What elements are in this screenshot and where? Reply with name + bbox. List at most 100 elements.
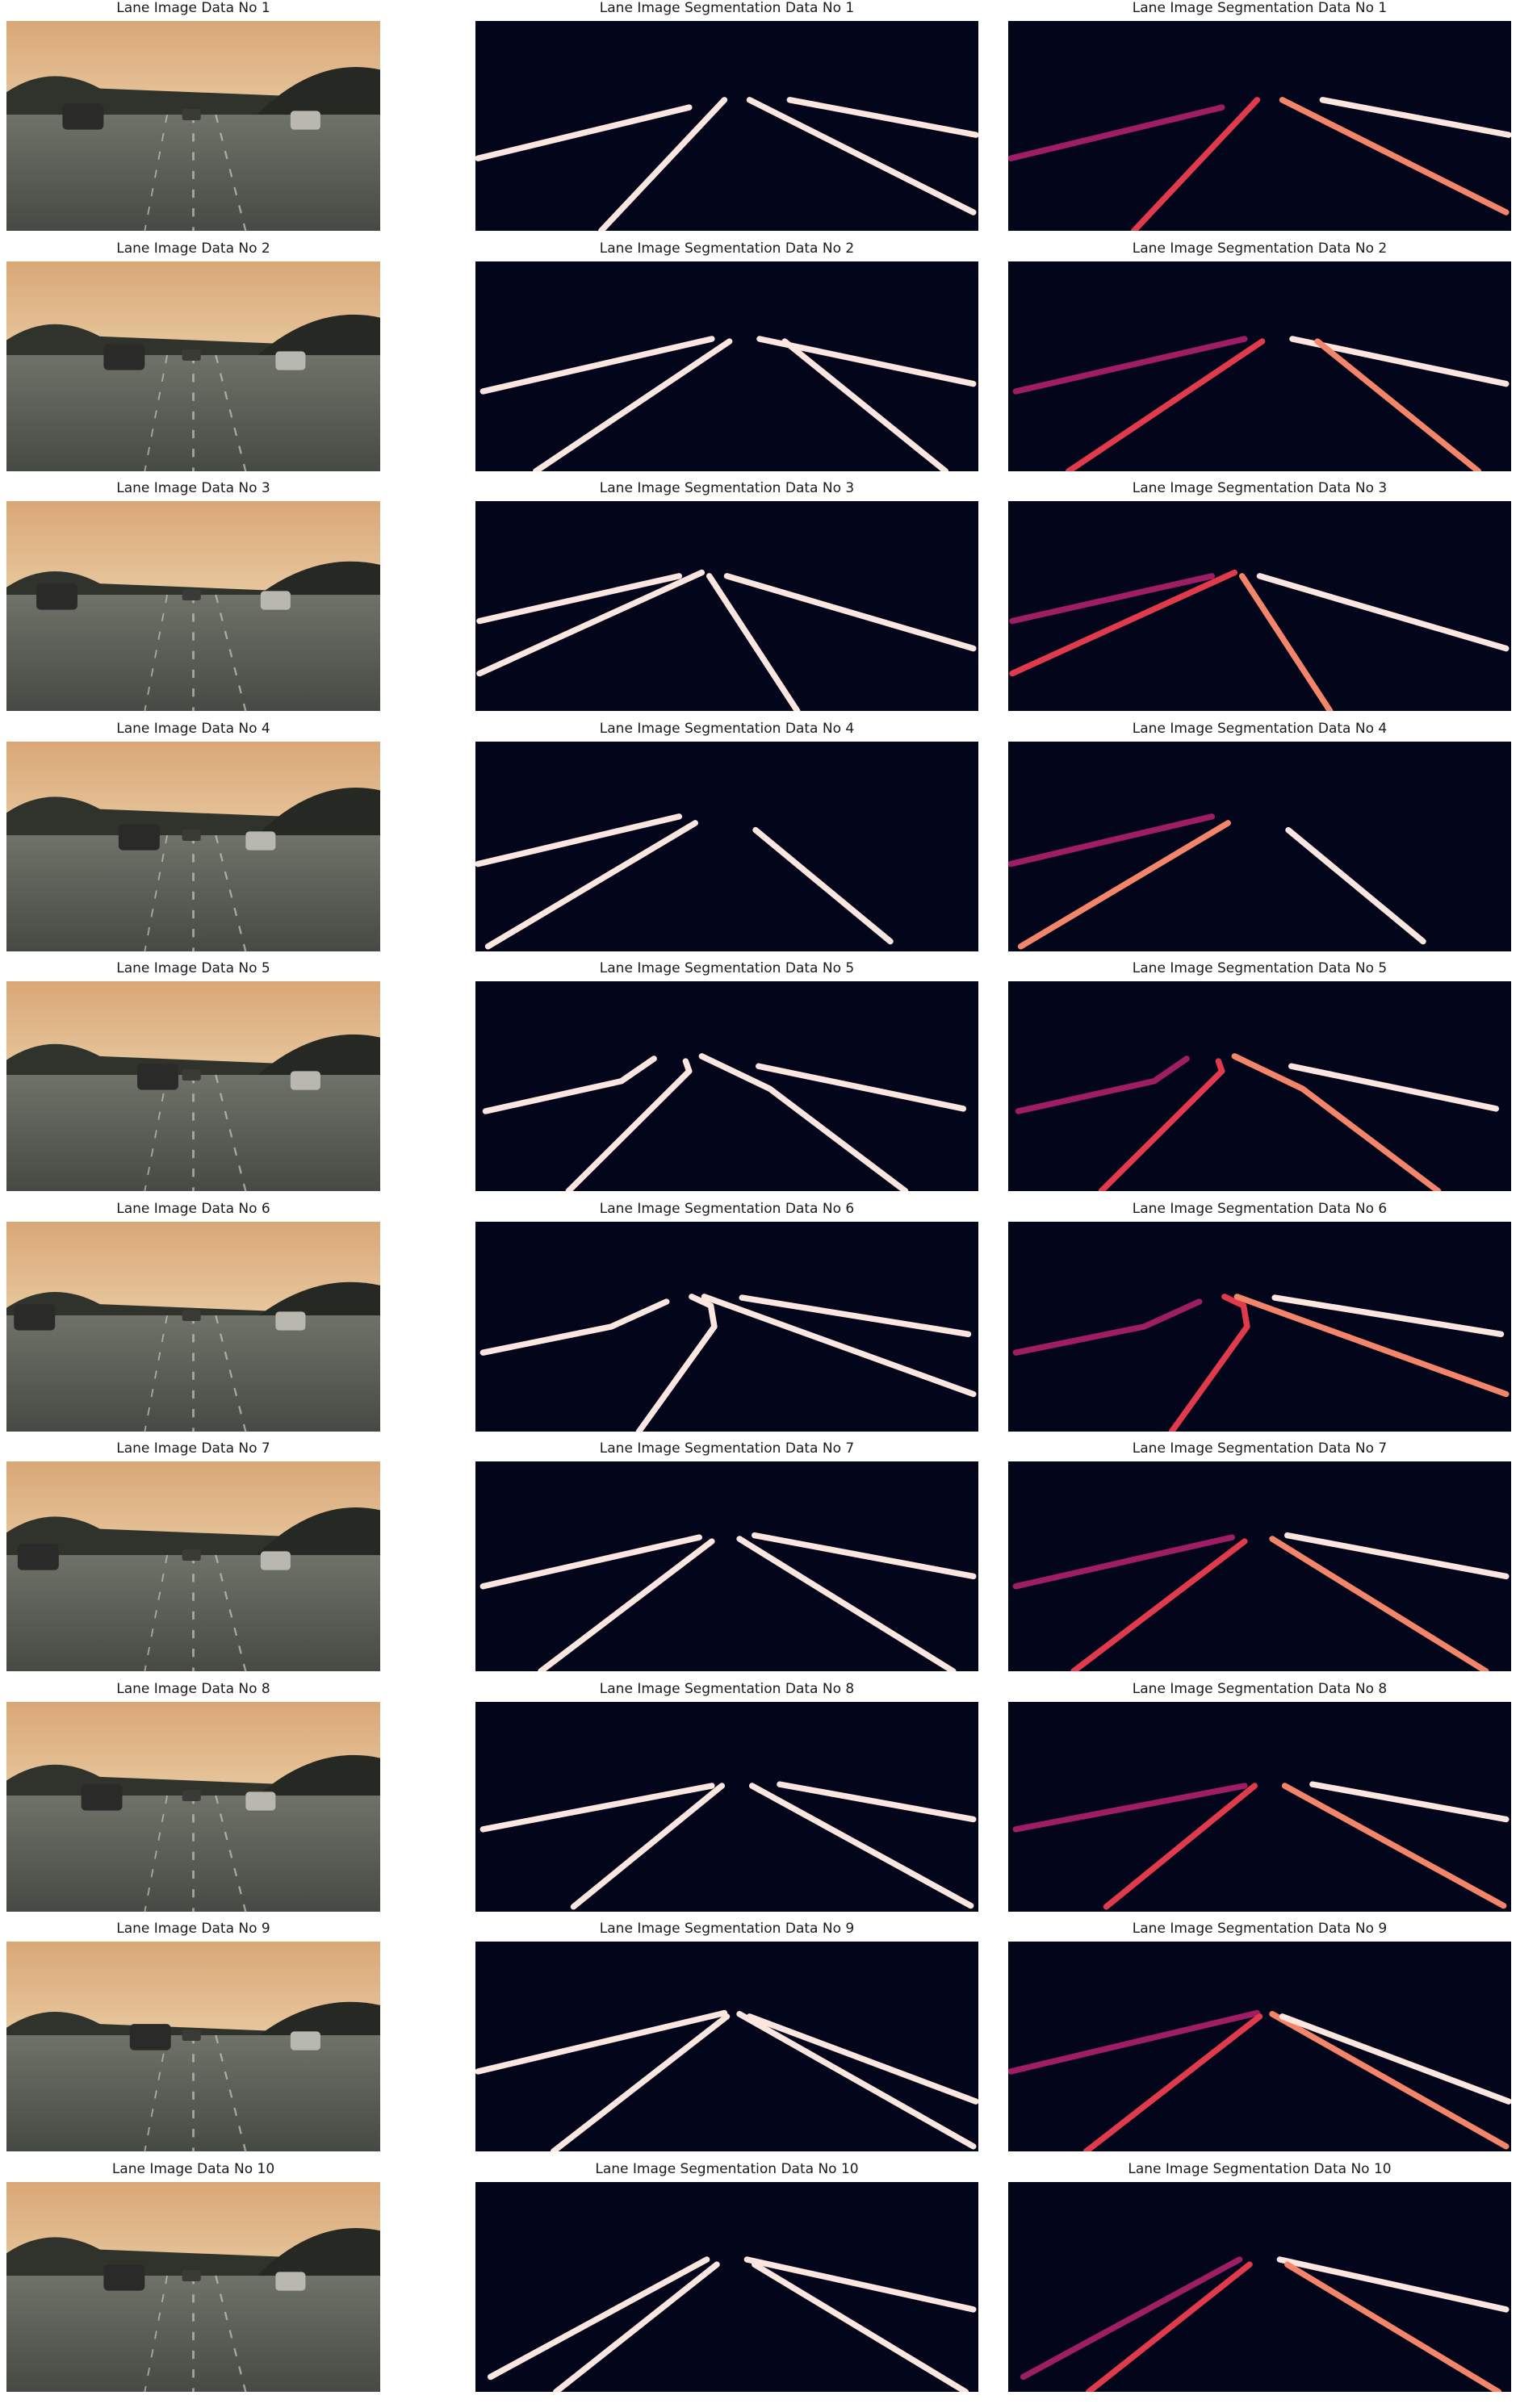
- binary-segmentation-title: Lane Image Segmentation Data No 6: [599, 1200, 855, 1217]
- lane-line: [1168, 1293, 1250, 1432]
- lane-line: [1008, 104, 1225, 161]
- instance-segmentation-mask: [1008, 1701, 1511, 1912]
- lane-line: [533, 337, 733, 471]
- instance-segmentation-cell: Lane Image Segmentation Data No 10: [1008, 2161, 1511, 2392]
- lane-line: [781, 337, 949, 471]
- road-lane-marking: [215, 114, 247, 231]
- binary-segmentation-cell: Lane Image Segmentation Data No 8: [475, 1681, 978, 1912]
- mask-background: [1008, 1221, 1511, 1432]
- vehicle: [17, 1544, 59, 1570]
- vehicle: [260, 591, 291, 610]
- lane-line: [1284, 1532, 1510, 1580]
- instance-segmentation-title: Lane Image Segmentation Data No 1: [1132, 0, 1388, 16]
- lane-line: [1103, 1782, 1258, 1910]
- binary-segmentation-mask: [475, 981, 978, 1191]
- lane-line: [739, 1294, 972, 1337]
- lane-line: [743, 2255, 977, 2313]
- lane-line: [1281, 1782, 1507, 1908]
- roadside-trees: [249, 1754, 380, 1803]
- vehicle: [275, 2271, 306, 2291]
- lane-line: [1085, 2260, 1253, 2392]
- lane-line: [1070, 1538, 1248, 1671]
- instance-segmentation-mask: [1008, 981, 1511, 1191]
- vehicle: [182, 109, 201, 121]
- lane-line: [1131, 97, 1261, 231]
- lane-image: [6, 21, 380, 231]
- instance-segmentation-title: Lane Image Segmentation Data No 4: [1132, 720, 1388, 737]
- instance-segmentation-title: Lane Image Segmentation Data No 5: [1132, 960, 1388, 976]
- lane-line: [1009, 569, 1238, 677]
- instance-segmentation-mask: [1008, 501, 1511, 711]
- lane-line: [1269, 1536, 1489, 1671]
- vehicle: [182, 1309, 201, 1321]
- vehicle: [182, 2269, 201, 2281]
- lane-line: [1066, 337, 1266, 471]
- lane-line: [786, 97, 978, 138]
- instance-segmentation-title: Lane Image Segmentation Data No 8: [1132, 1680, 1388, 1697]
- vehicle: [182, 829, 201, 841]
- lane-line: [1238, 573, 1334, 711]
- mask-background: [1008, 21, 1511, 231]
- lane-line: [1314, 337, 1482, 471]
- binary-segmentation-cell: Lane Image Segmentation Data No 9: [475, 1921, 978, 2151]
- lane-image: [6, 1701, 380, 1912]
- vehicle: [103, 2264, 145, 2291]
- vehicle: [137, 1064, 178, 1090]
- road-lane-marking: [215, 1795, 247, 1912]
- road-lane-marking: [144, 354, 168, 471]
- binary-segmentation-cell: Lane Image Segmentation Data No 7: [475, 1440, 978, 1671]
- lane-image-title: Lane Image Data No 5: [116, 960, 270, 976]
- road-lane-marking: [144, 1795, 168, 1912]
- lane-line: [1279, 2013, 1511, 2105]
- lane-image: [6, 981, 380, 1191]
- road-lane-marking: [144, 1554, 168, 1671]
- lane-line: [706, 573, 801, 711]
- instance-segmentation-mask: [1008, 1221, 1511, 1432]
- lane-line: [701, 1293, 977, 1397]
- lane-image: [6, 1942, 380, 2151]
- road-lane-marking: [215, 2034, 247, 2151]
- instance-segmentation-title: Lane Image Segmentation Data No 2: [1132, 240, 1388, 257]
- lane-line: [1009, 573, 1216, 625]
- binary-segmentation-cell: Lane Image Segmentation Data No 4: [475, 721, 978, 951]
- lane-line: [475, 2009, 728, 2075]
- binary-segmentation-cell: Lane Image Segmentation Data No 1: [475, 0, 978, 231]
- lane-image-cell: Lane Image Data No 1: [6, 0, 380, 231]
- binary-segmentation-title: Lane Image Segmentation Data No 10: [595, 2160, 859, 2177]
- mask-background: [475, 1942, 978, 2151]
- binary-segmentation-mask: [475, 261, 978, 471]
- lane-line: [479, 335, 715, 395]
- lane-line: [1269, 2011, 1510, 2150]
- binary-segmentation-title: Lane Image Segmentation Data No 5: [599, 960, 855, 976]
- lane-image-title: Lane Image Data No 7: [116, 1440, 270, 1457]
- lane-image-title: Lane Image Data No 6: [116, 1200, 270, 1217]
- road-lane-marking: [144, 834, 168, 951]
- lane-image-title: Lane Image Data No 10: [111, 2160, 275, 2177]
- instance-segmentation-cell: Lane Image Segmentation Data No 8: [1008, 1681, 1511, 1912]
- lane-line: [1020, 2255, 1243, 2380]
- roadside-trees: [249, 787, 380, 842]
- lane-image-title: Lane Image Data No 2: [116, 240, 270, 257]
- lane-line: [476, 573, 683, 625]
- lane-line: [484, 819, 698, 950]
- vehicle: [81, 1783, 123, 1811]
- binary-segmentation-title: Lane Image Segmentation Data No 8: [599, 1680, 855, 1697]
- roadside-trees: [249, 66, 380, 123]
- vehicle: [275, 1311, 306, 1331]
- vehicle: [290, 1071, 320, 1090]
- road-lane-marking: [144, 1315, 168, 1432]
- lane-line: [736, 2011, 977, 2150]
- instance-segmentation-mask: [1008, 1461, 1511, 1671]
- vehicle: [290, 111, 320, 130]
- lane-line: [1279, 97, 1510, 215]
- lane-line: [736, 1536, 957, 1671]
- lane-image: [6, 261, 380, 471]
- binary-segmentation-mask: [475, 1221, 978, 1432]
- lane-image-cell: Lane Image Data No 7: [6, 1440, 380, 1671]
- mask-background: [475, 21, 978, 231]
- instance-segmentation-mask: [1008, 21, 1511, 231]
- lane-line: [1082, 2013, 1263, 2151]
- binary-segmentation-mask: [475, 1701, 978, 1912]
- vehicle: [245, 1791, 276, 1811]
- lane-line: [479, 1782, 715, 1833]
